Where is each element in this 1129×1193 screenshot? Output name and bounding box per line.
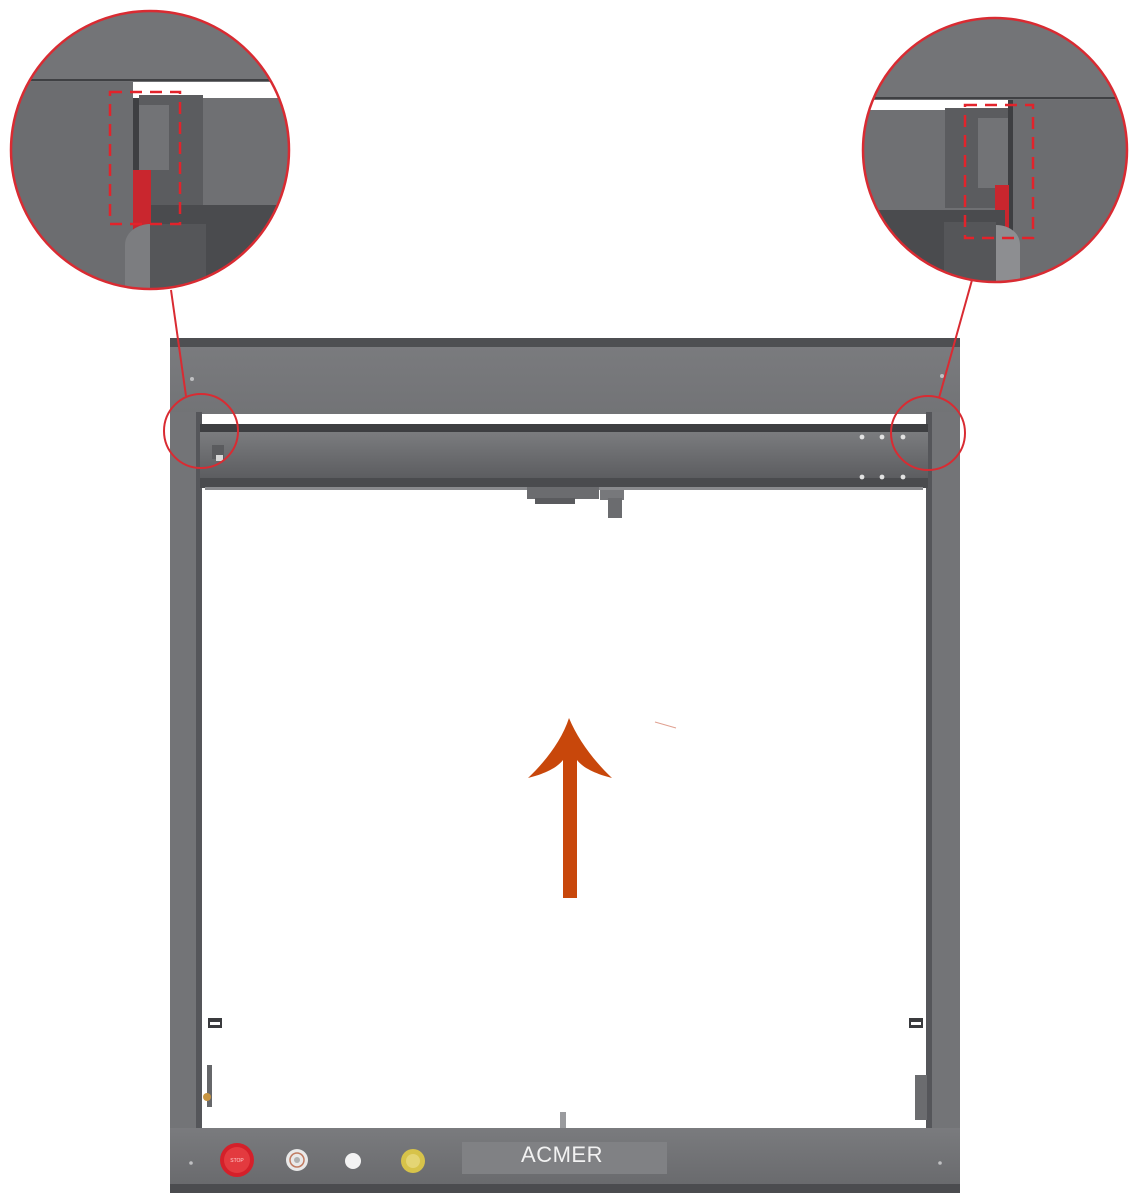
screw (859, 434, 865, 440)
brand-logo-text: ACMER (521, 1142, 603, 1167)
screw (189, 1161, 193, 1165)
left-stop-post-white (210, 1022, 220, 1025)
center-rear-pin (560, 1112, 566, 1128)
right-corner-callout-ring (890, 395, 966, 471)
screw (900, 474, 906, 480)
rear-frame-bar (170, 338, 960, 414)
indicator-light (345, 1153, 361, 1169)
screw (900, 434, 906, 440)
screw (879, 434, 885, 440)
left-rail-inner (196, 412, 202, 1132)
screw (879, 474, 885, 480)
gantry-bottom-rail (200, 478, 928, 488)
left-limit-knob (203, 1093, 211, 1101)
gantry-top-rail (200, 424, 928, 432)
screw (938, 1161, 942, 1165)
machine-frame: STOP ACMER (170, 338, 960, 1193)
left-gantry-bracket-light (216, 455, 223, 461)
right-zoom-detail (861, 16, 1129, 284)
estop-label: STOP (230, 1158, 244, 1164)
laser-carriage (527, 487, 624, 518)
emergency-stop-button[interactable]: STOP (220, 1143, 254, 1177)
stray-mark (654, 721, 677, 729)
right-limit-bracket (915, 1075, 927, 1120)
screw (859, 474, 865, 480)
left-side-rail (170, 412, 198, 1132)
power-button[interactable] (286, 1149, 308, 1171)
gantry-beam (200, 432, 928, 478)
right-stop-post-white (911, 1022, 921, 1025)
key-switch[interactable] (401, 1149, 425, 1173)
left-zoom-detail (9, 9, 291, 291)
left-zoom-ring (9, 9, 291, 291)
left-callout-leader (170, 289, 187, 397)
screw (190, 377, 194, 381)
push-direction-arrow (528, 718, 612, 898)
left-corner-callout-ring (163, 393, 239, 469)
rear-frame-edge (170, 338, 960, 347)
right-callout-leader (938, 279, 973, 399)
right-zoom-ring (861, 16, 1129, 284)
right-rail-inner (926, 412, 932, 1132)
front-panel-edge (170, 1184, 960, 1193)
right-side-rail (930, 412, 960, 1132)
left-limit-rod (207, 1065, 212, 1107)
screw (940, 374, 944, 378)
brand-plate (462, 1142, 667, 1174)
